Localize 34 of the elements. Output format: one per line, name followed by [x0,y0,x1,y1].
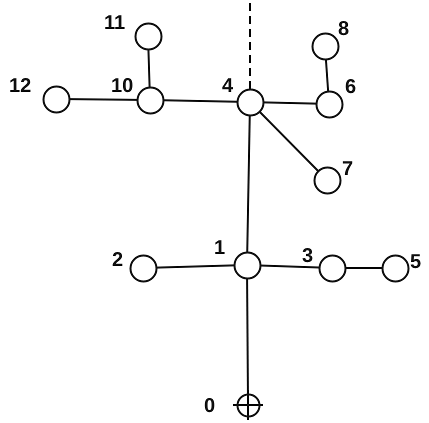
node-number: 10 [111,76,134,96]
circle-node [130,255,156,281]
connector-line [162,99,238,103]
circle-node [135,23,161,49]
node-number: 12 [9,76,32,96]
connector-line [147,48,151,88]
node-number: 5 [410,252,422,272]
node-number: 7 [342,159,354,179]
node-number: 4 [222,76,234,96]
connector-line [262,101,316,105]
connector-line [246,114,251,252]
node-number: 6 [345,77,356,97]
connector-line [260,264,320,269]
circle-node [314,167,340,193]
circle-node [312,33,338,59]
connector-line [345,267,382,269]
circle-node [382,255,408,281]
circle-node [43,86,69,112]
node-number: 3 [302,246,314,266]
circle-node [237,89,263,115]
node-number: 8 [338,19,350,39]
node-number: 0 [204,396,216,416]
dashed-line [249,0,251,89]
circle-node [319,255,345,281]
node-number: 1 [214,238,226,258]
connector-line [156,264,234,269]
circle-node [316,91,342,117]
connector-line [258,110,319,172]
node-number: 2 [112,250,124,270]
connector-line [68,98,138,101]
circle-node [137,87,163,113]
node-number: 11 [104,13,126,33]
connector-line [324,58,330,92]
circle-node [234,252,260,278]
